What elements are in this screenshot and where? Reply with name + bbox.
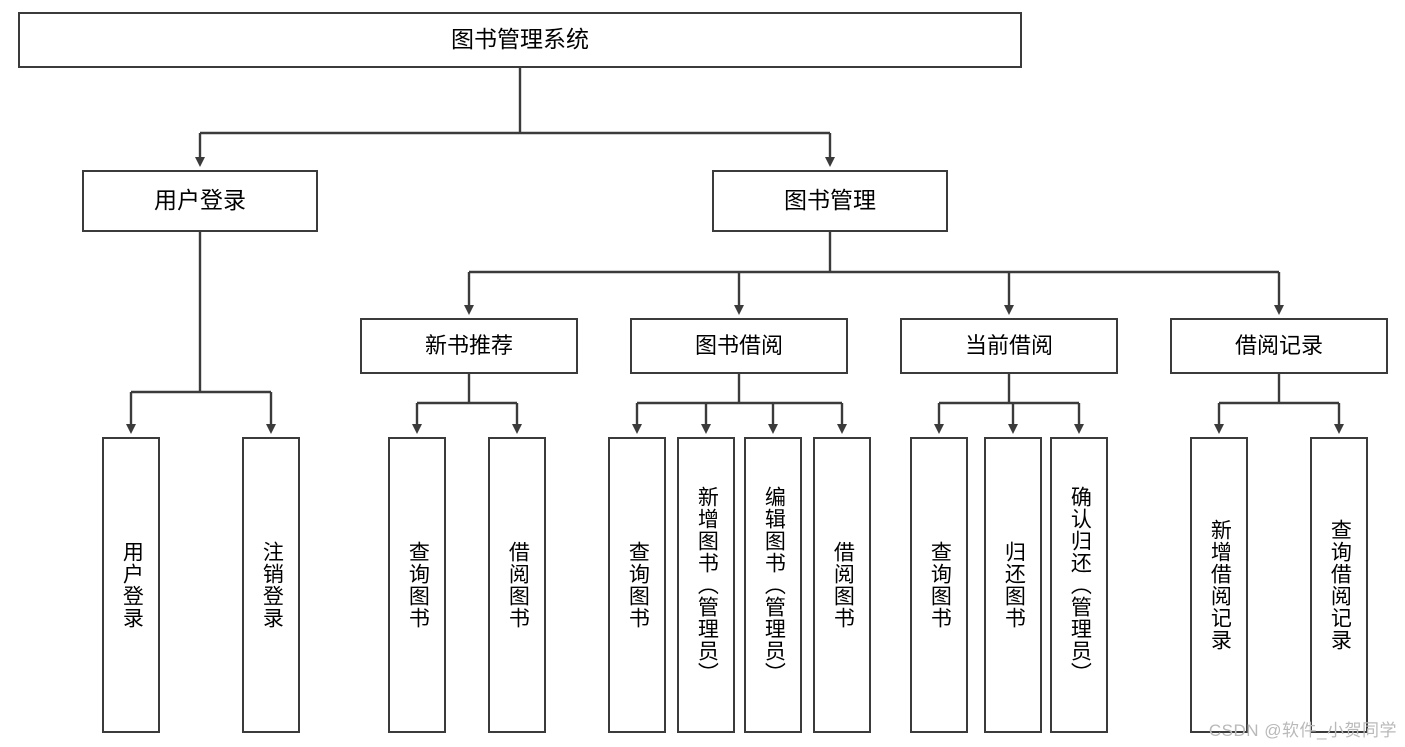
leaf-label: 借阅图书 xyxy=(831,541,855,629)
leaf-borrow-book[interactable]: 借阅图书 xyxy=(813,437,871,733)
leaf-query-book-borrow[interactable]: 查询图书 xyxy=(608,437,666,733)
node-new-book-recommend[interactable]: 新书推荐 xyxy=(360,318,578,374)
leaf-confirm-return-admin[interactable]: 确认归还（管理员） xyxy=(1050,437,1108,733)
node-borrow-record[interactable]: 借阅记录 xyxy=(1170,318,1388,374)
node-root-system[interactable]: 图书管理系统 xyxy=(18,12,1022,68)
leaf-label: 注销登录 xyxy=(260,541,284,629)
watermark: CSDN @软件_小贺同学 xyxy=(1208,721,1397,740)
leaf-query-book-recommend[interactable]: 查询图书 xyxy=(388,437,446,733)
leaf-label: 新增借阅记录 xyxy=(1208,519,1232,651)
leaf-label: 确认归还（管理员） xyxy=(1068,486,1092,684)
leaf-borrow-book-recommend[interactable]: 借阅图书 xyxy=(488,437,546,733)
leaf-return-book[interactable]: 归还图书 xyxy=(984,437,1042,733)
leaf-label: 编辑图书（管理员） xyxy=(762,486,786,684)
leaf-logout[interactable]: 注销登录 xyxy=(242,437,300,733)
leaf-label: 用户登录 xyxy=(120,541,144,629)
leaf-add-borrow-record[interactable]: 新增借阅记录 xyxy=(1190,437,1248,733)
leaf-label: 归还图书 xyxy=(1002,541,1026,629)
leaf-add-book-admin[interactable]: 新增图书（管理员） xyxy=(677,437,735,733)
leaf-user-login[interactable]: 用户登录 xyxy=(102,437,160,733)
leaf-edit-book-admin[interactable]: 编辑图书（管理员） xyxy=(744,437,802,733)
leaf-label: 查询借阅记录 xyxy=(1328,519,1352,651)
leaf-label: 查询图书 xyxy=(406,541,430,629)
leaf-label: 查询图书 xyxy=(626,541,650,629)
node-book-borrow[interactable]: 图书借阅 xyxy=(630,318,848,374)
leaf-label: 查询图书 xyxy=(928,541,952,629)
node-current-borrow[interactable]: 当前借阅 xyxy=(900,318,1118,374)
leaf-query-borrow-record[interactable]: 查询借阅记录 xyxy=(1310,437,1368,733)
leaf-label: 借阅图书 xyxy=(506,541,530,629)
node-book-management[interactable]: 图书管理 xyxy=(712,170,948,232)
leaf-label: 新增图书（管理员） xyxy=(695,486,719,684)
node-user-login[interactable]: 用户登录 xyxy=(82,170,318,232)
leaf-query-book-current[interactable]: 查询图书 xyxy=(910,437,968,733)
